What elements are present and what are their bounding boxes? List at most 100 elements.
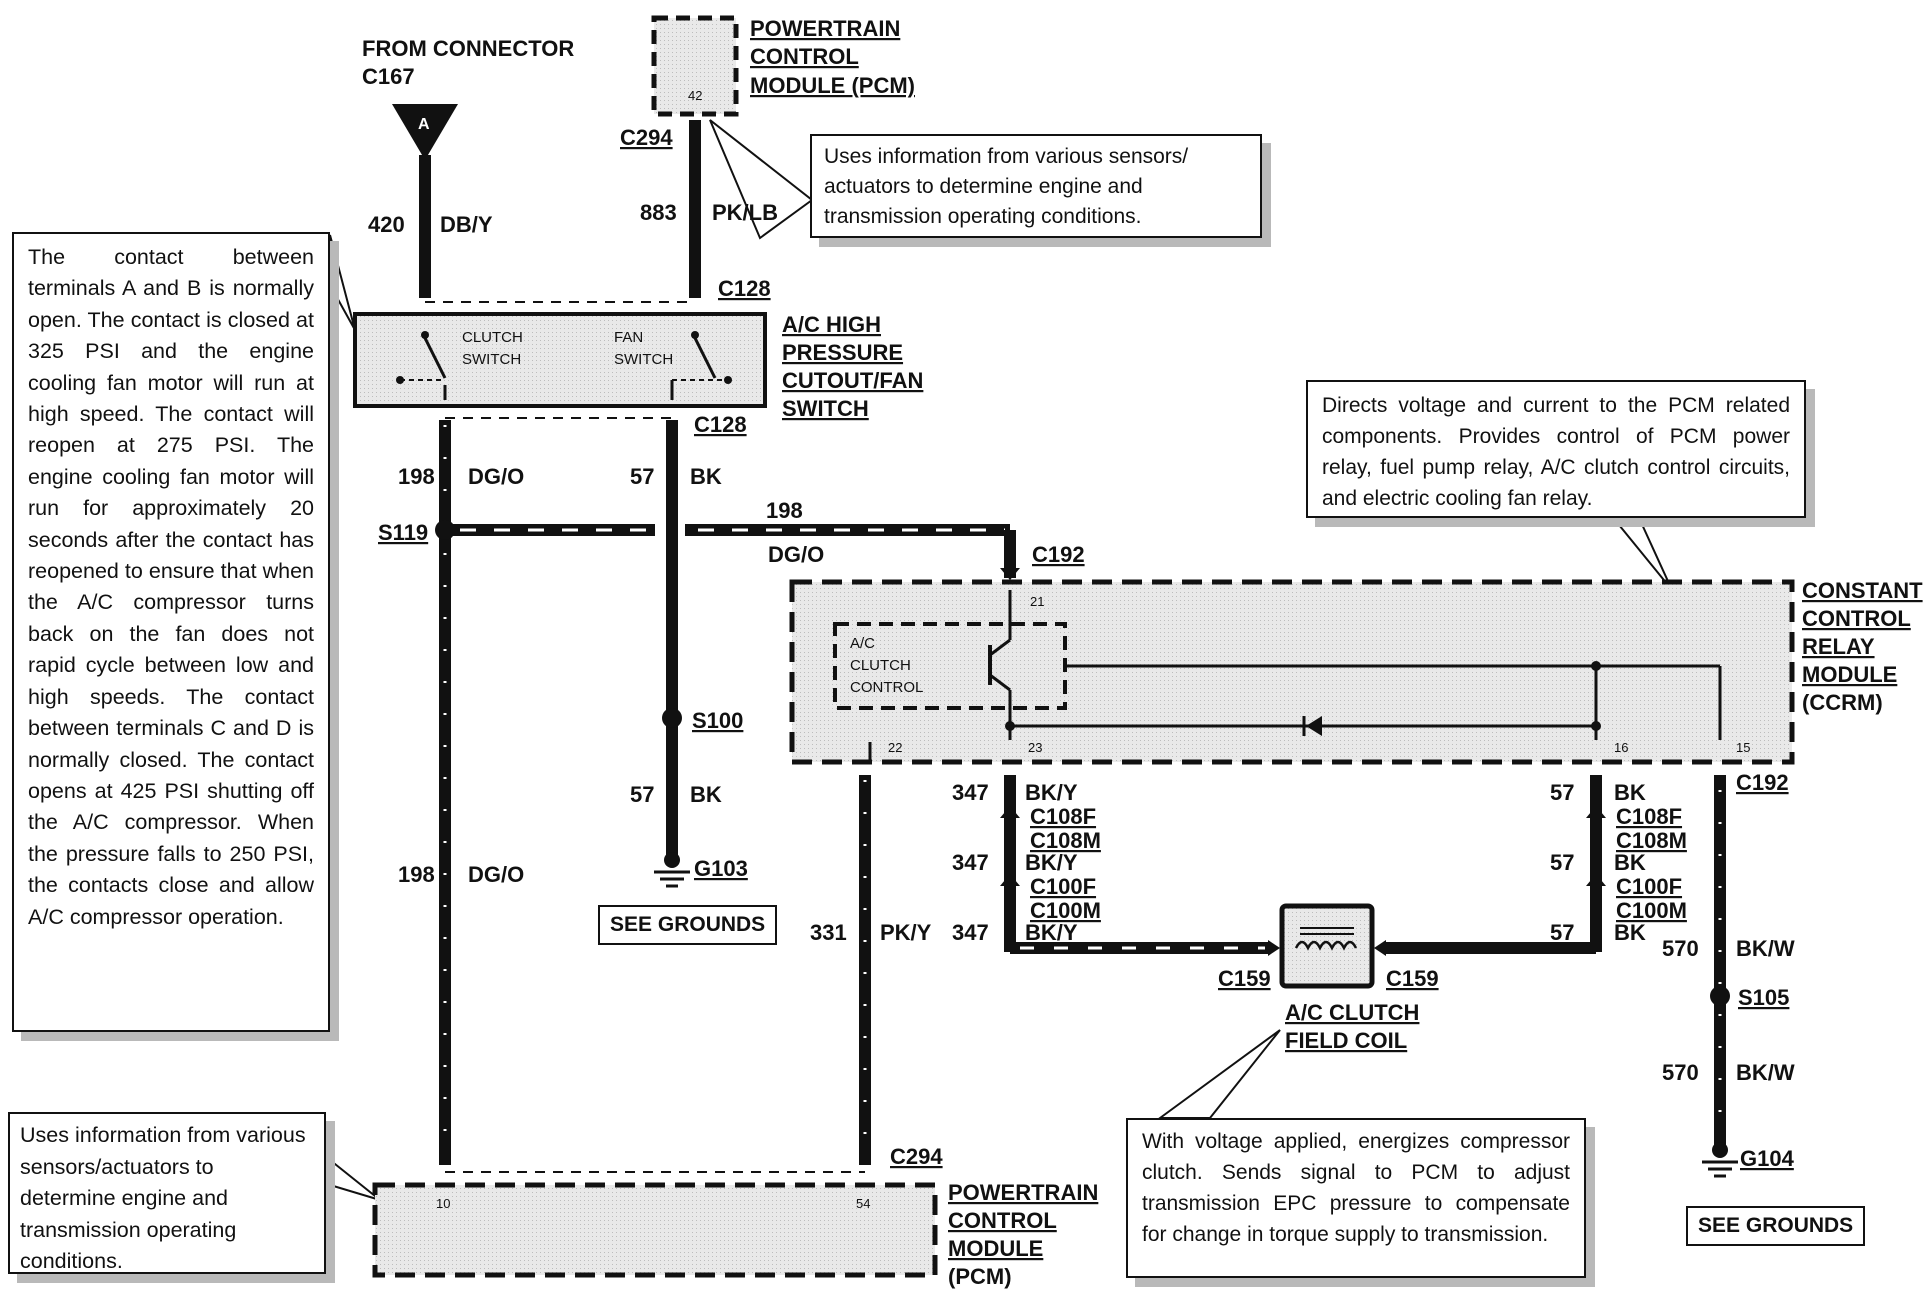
c108-left-arrow-2 [1000,874,1020,886]
wire-57c-num: 57 [1550,780,1574,805]
wire-420-color: DB/Y [440,212,493,237]
switch-title-1: A/C HIGH [782,312,881,337]
wire-420-num: 420 [368,212,405,237]
c100f-right: C100F [1616,874,1682,899]
wire-198b-num: 198 [398,862,435,887]
ccrm-title-5: (CCRM) [1802,690,1883,715]
ccrm-title-3: RELAY [1802,634,1875,659]
pcm-bottom-box [372,1182,938,1278]
c108m-left: C108M [1030,828,1101,853]
wire-347a-color: BK/Y [1025,780,1078,805]
wire-198h-color: DG/O [768,542,824,567]
wire-57a-color: BK [690,464,722,489]
ccrm-title-1: CONSTANT [1802,578,1923,603]
pcm-bottom-pin-10: 10 [436,1196,450,1211]
wire-57e-color: BK [1614,920,1646,945]
wire-57d-num: 57 [1550,850,1574,875]
wire-570a-color: BK/W [1736,936,1795,961]
ccrm-pin-16: 16 [1614,740,1628,755]
c100m-left: C100M [1030,898,1101,923]
c167-title-1: FROM CONNECTOR [362,36,574,61]
wire-331-num: 331 [810,920,847,945]
ccrm-transistor-e [989,673,1011,692]
ground-g104-label: G104 [1740,1146,1795,1171]
wire-331-color: PK/Y [880,920,932,945]
wire-57a-num: 57 [630,464,654,489]
switch-title-4: SWITCH [782,396,869,421]
c100m-right: C100M [1616,898,1687,923]
fan-switch-label-2: SWITCH [614,351,673,368]
clutch-coil-title-1: A/C CLUTCH [1285,1000,1419,1025]
clutch-coil-title-2: FIELD COIL [1285,1028,1407,1053]
see-grounds-button-g103[interactable]: SEE GROUNDS [598,905,778,945]
splice-s100 [662,708,682,728]
wire-347b-color: BK/Y [1025,850,1078,875]
ac-clutch-control-1: A/C [850,635,875,652]
pcm-bottom-pin-54: 54 [856,1196,870,1211]
callout-coil-description: With voltage applied, energizes compress… [1126,1118,1586,1278]
wire-347c-num: 347 [952,920,989,945]
pcm-bottom-title-2: CONTROL [948,1208,1057,1233]
ground-g104-dot [1712,1142,1728,1158]
wire-198a-num: 198 [398,464,435,489]
clutch-switch-label-2: SWITCH [462,351,521,368]
pcm-bottom-title-1: POWERTRAIN [948,1180,1098,1205]
c128-top: C128 [718,276,771,301]
ccrm-transistor-c [989,638,1011,657]
wire-570b-num: 570 [1662,1060,1699,1085]
c108f-right: C108F [1616,804,1682,829]
c100f-left: C100F [1030,874,1096,899]
c108f-left: C108F [1030,804,1096,829]
pcm-top-box [651,15,739,117]
wire-198b-color: DG/O [468,862,524,887]
switch-title-3: CUTOUT/FAN [782,368,923,393]
wire-57b-color: BK [690,782,722,807]
c159-right: C159 [1386,966,1439,991]
switch-title-2: PRESSURE [782,340,903,365]
c159-right-arrow [1374,940,1386,956]
wire-570b-color: BK/W [1736,1060,1795,1085]
clutch-contact-top [421,331,429,339]
wire-347c-color: BK/Y [1025,920,1078,945]
callout-switch-description: The contact between terminals A and B is… [12,232,330,1032]
ccrm-pin-21: 21 [1030,594,1044,609]
callout-ccrm-description: Directs voltage and current to the PCM r… [1306,380,1806,518]
wire-347a-num: 347 [952,780,989,805]
wire-57d-color: BK [1614,850,1646,875]
wire-198h-num: 198 [766,498,803,523]
splice-s119-label: S119 [378,520,428,545]
pcm-bottom-title-4: (PCM) [948,1264,1012,1289]
callout-pcm-bottom: Uses information from various sensors/ac… [8,1112,326,1274]
c294-top: C294 [620,125,673,150]
wire-347b-num: 347 [952,850,989,875]
callout-pointer-pcm-bottom [329,1157,381,1201]
splice-s105 [1710,986,1730,1006]
clutch-switch-label-1: CLUTCH [462,329,523,346]
ccrm-pin-22: 22 [888,740,902,755]
c128-bottom: C128 [694,412,747,437]
callout-pointer-pcm-top [709,119,814,240]
pcm-top-title-1: POWERTRAIN [750,16,900,41]
pcm-top-title-2: CONTROL [750,44,859,69]
wire-883-color: PK/LB [712,200,778,225]
c294-bottom: C294 [890,1144,943,1169]
splice-s100-label: S100 [692,708,743,733]
wire-57e-num: 57 [1550,920,1574,945]
see-grounds-button-g104[interactable]: SEE GROUNDS [1686,1206,1866,1246]
wire-57c-color: BK [1614,780,1646,805]
fan-contact-top [691,331,699,339]
ac-clutch-control-3: CONTROL [850,679,923,696]
c192-right: C192 [1736,770,1789,795]
ccrm-pin-23: 23 [1028,740,1042,755]
ccrm-title-4: MODULE [1802,662,1897,687]
ccrm-title-2: CONTROL [1802,606,1911,631]
ccrm-node-23 [1005,721,1015,731]
c108-left-arrow-1 [1000,806,1020,818]
wire-570a-num: 570 [1662,936,1699,961]
wire-883-num: 883 [640,200,677,225]
ccrm-node-16 [1591,721,1601,731]
clutch-coil-winding [1294,940,1358,951]
c108-right-arrow-1 [1586,806,1606,818]
